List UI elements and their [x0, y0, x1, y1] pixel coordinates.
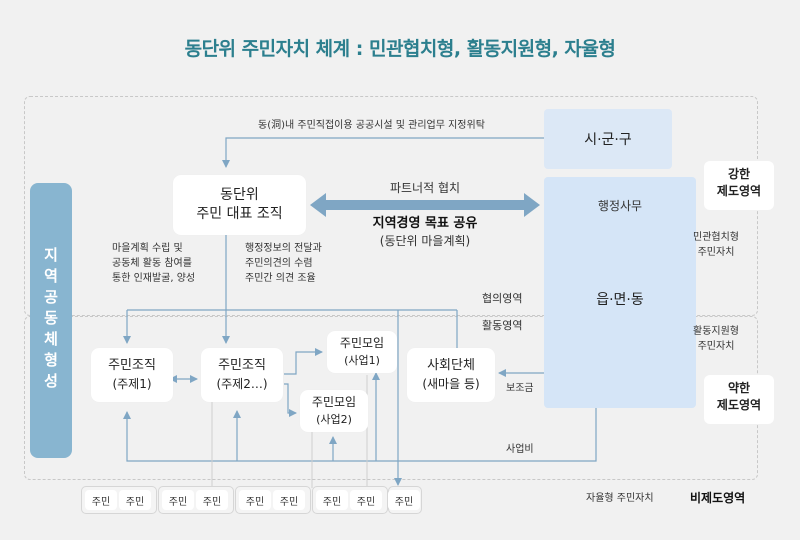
resident-chip: 주민 — [273, 490, 305, 510]
diagram-title: 동단위 주민자치 체계 : 민관협치형, 활동지원형, 자율형 — [184, 38, 616, 60]
resident-chip: 주민 — [388, 490, 420, 510]
resident-chip: 주민 — [85, 490, 117, 510]
governance-type-label: 민관협치형 주민자치 — [693, 232, 739, 258]
resident-chip: 주민 — [350, 490, 382, 510]
shared-goal-label: 지역경영 목표 공유 — [372, 216, 478, 231]
eup-myeon-dong-box: 행정사무 읍·면·동 — [544, 177, 696, 408]
resident-meeting-2-box: 주민모임(사업2) — [300, 390, 368, 432]
resident-meeting-1-box: 주민모임(사업1) — [327, 331, 397, 373]
partnership-double-arrow — [310, 193, 540, 217]
activity-zone-label: 활동영역 — [482, 319, 523, 332]
communication-note: 행정정보의 전달과 주민의견의 수렴 주민간 의견 조율 — [245, 243, 322, 284]
project-cost-label: 사업비 — [506, 444, 534, 455]
resident-chip: 주민 — [119, 490, 151, 510]
social-group-box: 사회단체(새마을 등) — [407, 348, 495, 402]
autonomous-type-label: 자율형 주민자치 — [586, 493, 654, 504]
dong-representative-org-box: 동단위 주민 대표 조직 — [173, 175, 306, 235]
consult-zone-label: 협의영역 — [482, 292, 523, 305]
eup-myeon-dong-label: 읍·면·동 — [596, 292, 644, 308]
delegation-arrow — [222, 137, 544, 168]
city-county-district-box: 시·군·구 — [544, 109, 672, 169]
resident-chip: 주민 — [162, 490, 194, 510]
weak-institution-badge: 약한 제도영역 — [704, 375, 774, 424]
delegation-label: 동(洞)내 주민직접이용 공공시설 및 관리업무 지정위탁 — [258, 120, 485, 131]
resident-org-2-box: 주민조직(주제2…) — [201, 348, 283, 402]
rep-org-line2: 주민 대표 조직 — [196, 206, 283, 222]
support-type-label: 활동지원형 주민자치 — [693, 326, 739, 352]
non-institutional-label: 비제도영역 — [690, 491, 746, 505]
admin-affairs-label: 행정사무 — [597, 199, 643, 213]
rep-org-line1: 동단위 — [220, 187, 259, 203]
village-plan-label: (동단위 마을계획) — [379, 234, 471, 248]
strong-institution-badge: 강한 제도영역 — [704, 161, 774, 210]
community-formation-bar: 지역공동체형성 — [30, 183, 72, 458]
project-cost-line — [123, 408, 597, 462]
resident-chip: 주민 — [196, 490, 228, 510]
talent-development-note: 마을계획 수립 및 공동체 활동 참여를 통한 인재발굴, 양성 — [112, 243, 196, 284]
resident-org-1-box: 주민조직(주제1) — [91, 348, 173, 402]
resident-chip: 주민 — [316, 490, 348, 510]
subsidy-label: 보조금 — [506, 383, 534, 394]
resident-chip: 주민 — [239, 490, 271, 510]
partnership-label: 파트너적 협치 — [389, 181, 461, 195]
